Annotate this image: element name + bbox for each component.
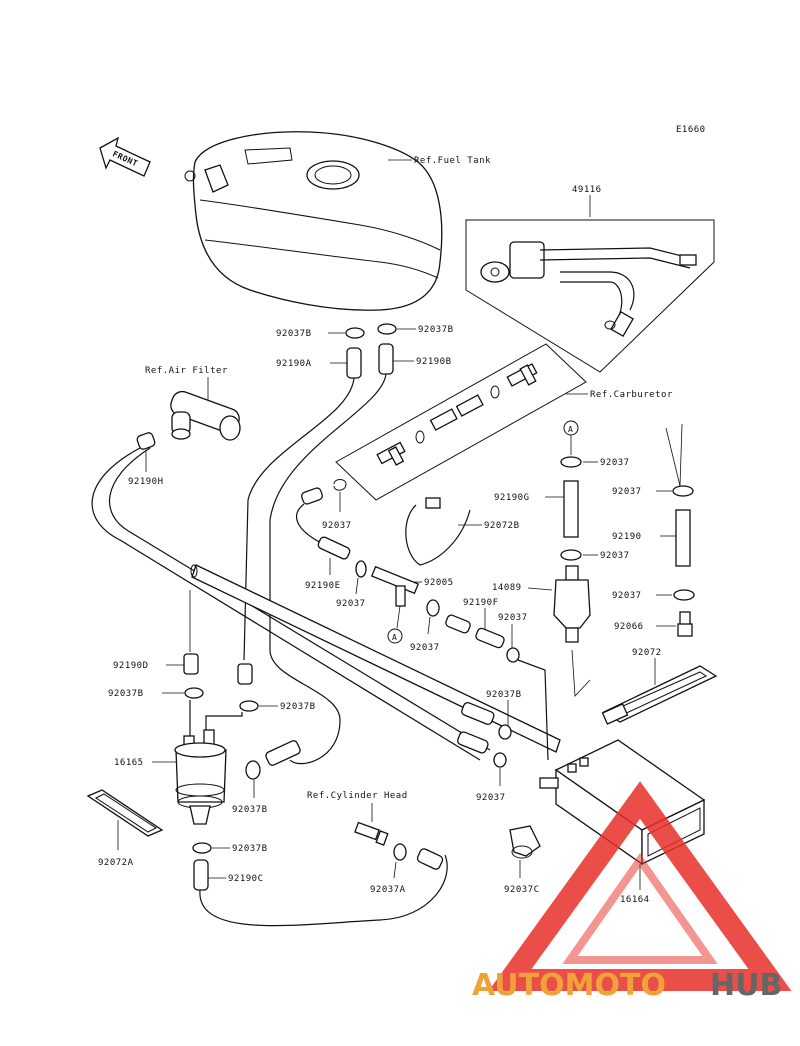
hose-small-carb <box>301 487 323 505</box>
clamp-92037-8 <box>673 589 695 601</box>
hose-pump-outlet <box>265 740 301 766</box>
part-92037b-2: 92037B <box>418 325 454 335</box>
part-92072b: 92072B <box>484 521 520 531</box>
watermark-triangle-icon <box>488 781 792 991</box>
callout-a-upper: A <box>568 425 573 434</box>
clamp-92037b-6 <box>498 724 512 740</box>
clamp-92037-carb <box>333 479 347 491</box>
part-92190a: 92190A <box>276 359 312 369</box>
clamp-92037-3 <box>672 485 694 497</box>
cylinder-head-fitting <box>354 821 389 846</box>
clamp-92037b-5 <box>245 760 261 780</box>
part-92072: 92072 <box>632 648 662 658</box>
carburetor-fittings <box>376 363 538 466</box>
clamp-92037-2 <box>560 456 582 468</box>
clamp-92037-4 <box>560 549 582 561</box>
part-92037-6: 92037 <box>410 643 440 653</box>
hose-92190d <box>183 653 199 675</box>
tee-fitting-92005 <box>370 565 420 607</box>
fuel-filter-14089 <box>553 565 591 643</box>
part-92190f: 92190F <box>463 598 499 608</box>
band-92072a <box>86 789 164 837</box>
fuel-tank <box>184 131 443 311</box>
part-92072a: 92072A <box>98 858 134 868</box>
ref-carburetor: Ref.Carburetor <box>590 390 673 400</box>
part-16165: 16165 <box>114 758 144 768</box>
part-14089: 14089 <box>492 583 522 593</box>
hose-92190e <box>317 536 351 560</box>
hose-92190f-b <box>475 627 505 649</box>
part-92037-8: 92037 <box>612 591 642 601</box>
hose-canister-lower <box>457 731 489 754</box>
part-92190h: 92190H <box>128 477 164 487</box>
part-92190c: 92190C <box>228 874 264 884</box>
part-92190d: 92190D <box>113 661 149 671</box>
long-drain-hose <box>191 564 561 753</box>
clamp-92037-9 <box>493 752 507 768</box>
part-92005: 92005 <box>424 578 454 588</box>
hose-canister-upper <box>461 702 495 725</box>
hose-92190b <box>378 343 394 375</box>
clamp-92037b-8 <box>192 842 212 854</box>
clamp-92037b-3 <box>184 687 204 699</box>
air-filter-tee <box>170 390 241 441</box>
band-92072 <box>601 665 718 725</box>
diagram-code: E1660 <box>676 125 706 135</box>
clamp-92037b-top-right <box>377 323 397 335</box>
clamp-92037-6 <box>426 599 440 617</box>
band-92072b <box>405 497 471 566</box>
part-92037b-8: 92037B <box>232 844 268 854</box>
clamp-92037-7 <box>506 647 520 663</box>
hose-92190g <box>563 480 579 538</box>
clamp-92037c <box>509 825 541 859</box>
part-92037-3: 92037 <box>612 487 642 497</box>
hose-92190f-a <box>445 614 471 634</box>
clamp-92037b-4 <box>239 700 259 712</box>
callout-a-lower: A <box>392 633 397 642</box>
part-49116: 49116 <box>572 185 602 195</box>
part-92037-2: 92037 <box>600 458 630 468</box>
hose-92190c <box>193 859 209 891</box>
part-92037-9: 92037 <box>476 793 506 803</box>
part-92190: 92190 <box>612 532 642 542</box>
hose-92190 <box>675 509 691 567</box>
part-92037b-6: 92037B <box>486 690 522 700</box>
hose-cylinder-head <box>416 848 444 870</box>
clamp-92037-5 <box>355 560 367 578</box>
part-16164: 16164 <box>620 895 650 905</box>
part-92037b-5: 92037B <box>232 805 268 815</box>
part-92037c: 92037C <box>504 885 540 895</box>
clamp-92037b-top-left <box>345 327 365 339</box>
watermark-text-automoto: AUTOMOTO <box>472 968 666 1003</box>
part-92190g: 92190G <box>494 493 530 503</box>
part-92037b-3: 92037B <box>108 689 144 699</box>
watermark-logo <box>488 781 792 991</box>
part-92037-1: 92037 <box>322 521 352 531</box>
part-92037b-1: 92037B <box>276 329 312 339</box>
watermark-text-hub: HUB <box>710 968 782 1003</box>
ref-cylinder-head: Ref.Cylinder Head <box>307 791 408 801</box>
carburetor-panel <box>335 343 587 501</box>
hose-upper-right-pump <box>237 663 253 685</box>
fuel-pump-16165 <box>174 729 227 825</box>
hose-92190h <box>136 432 156 450</box>
part-92037-7: 92037 <box>498 613 528 623</box>
part-92037-5: 92037 <box>336 599 366 609</box>
front-arrow: FRONT <box>99 136 151 177</box>
part-92190e: 92190E <box>305 581 341 591</box>
part-92066: 92066 <box>614 622 644 632</box>
hose-92190a <box>346 347 362 379</box>
ref-fuel-tank: Ref.Fuel Tank <box>414 156 491 166</box>
fitting-92066 <box>677 611 693 637</box>
clamp-92037a <box>393 843 407 861</box>
part-92190b: 92190B <box>416 357 452 367</box>
part-92037-4: 92037 <box>600 551 630 561</box>
part-92037a: 92037A <box>370 885 406 895</box>
fuel-tap-box <box>465 219 715 373</box>
fuel-tap <box>480 241 697 338</box>
part-92037b-4: 92037B <box>280 702 316 712</box>
ref-air-filter: Ref.Air Filter <box>145 366 228 376</box>
